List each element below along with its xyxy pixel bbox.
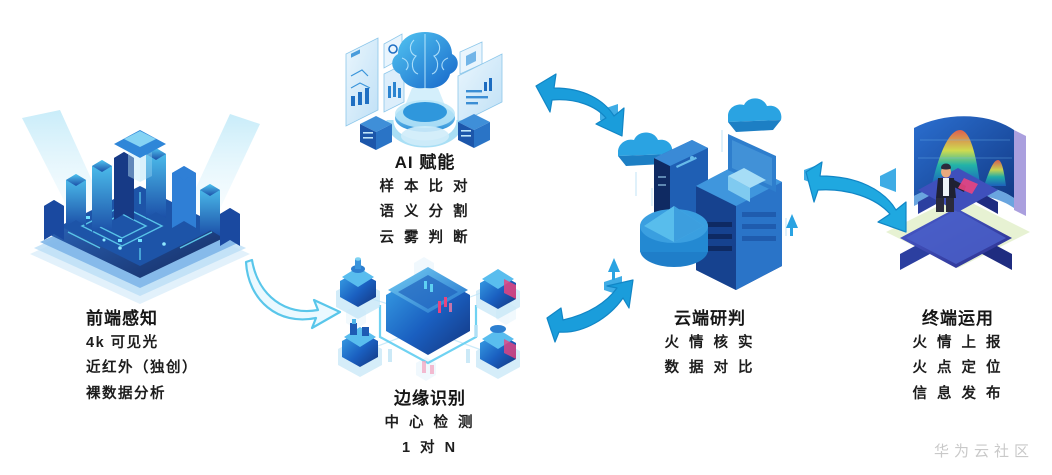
stage-title-edge-recognition: 边缘识别 (394, 389, 466, 408)
stage-line-front-end-sensing-2: 裸数据分析 (86, 385, 166, 402)
arrow-edge-to-cloud (545, 278, 660, 373)
stage-line-edge-recognition-0: 中 心 检 测 (384, 414, 476, 431)
illustration-terminal-dashboard (880, 98, 1040, 298)
caption-cloud-analysis: 云端研判 火 情 核 实 数 据 对 比 (630, 308, 790, 382)
watermark: 华为云社区 (933, 443, 1034, 460)
stage-line-cloud-analysis-1: 数 据 对 比 (664, 360, 756, 377)
caption-ai-empowerment: AI 赋能 样 本 比 对 语 义 分 割 云 雾 判 断 (345, 152, 505, 251)
stage-line-ai-empowerment-1: 语 义 分 割 (379, 204, 471, 221)
stage-title-cloud-analysis: 云端研判 (674, 309, 746, 328)
illustration-cloud-servers (600, 98, 820, 300)
stage-title-terminal-application: 终端运用 (922, 309, 994, 328)
stage-line-ai-empowerment-0: 样 本 比 对 (379, 178, 471, 195)
caption-front-end-sensing: 前端感知 4k 可见光 近红外（独创） 裸数据分析 (48, 308, 248, 407)
stage-line-terminal-application-1: 火 点 定 位 (912, 360, 1004, 377)
arrow-sensing-to-edge (240, 238, 355, 338)
caption-edge-recognition: 边缘识别 中 心 检 测 1 对 N (350, 388, 510, 462)
stage-line-front-end-sensing-0: 4k 可见光 (86, 334, 159, 351)
arrow-edge-to-ai (530, 58, 650, 153)
stage-line-terminal-application-0: 火 情 上 报 (912, 334, 1004, 351)
stage-line-ai-empowerment-2: 云 雾 判 断 (379, 229, 471, 246)
stage-line-cloud-analysis-0: 火 情 核 实 (664, 334, 756, 351)
illustration-ai-brain (330, 18, 520, 158)
illustration-edge-modules (318, 245, 538, 385)
caption-terminal-application: 终端运用 火 情 上 报 火 点 定 位 信 息 发 布 (878, 308, 1038, 407)
stage-line-terminal-application-2: 信 息 发 布 (912, 385, 1004, 402)
arrow-cloud-to-terminal (802, 150, 927, 240)
illustration-front-end-sensing (14, 108, 266, 304)
stage-line-front-end-sensing-1: 近红外（独创） (86, 360, 198, 377)
stage-title-front-end-sensing: 前端感知 (86, 309, 158, 328)
stage-title-ai-empowerment: AI 赋能 (394, 153, 456, 172)
stage-line-edge-recognition-1: 1 对 N (401, 440, 459, 457)
